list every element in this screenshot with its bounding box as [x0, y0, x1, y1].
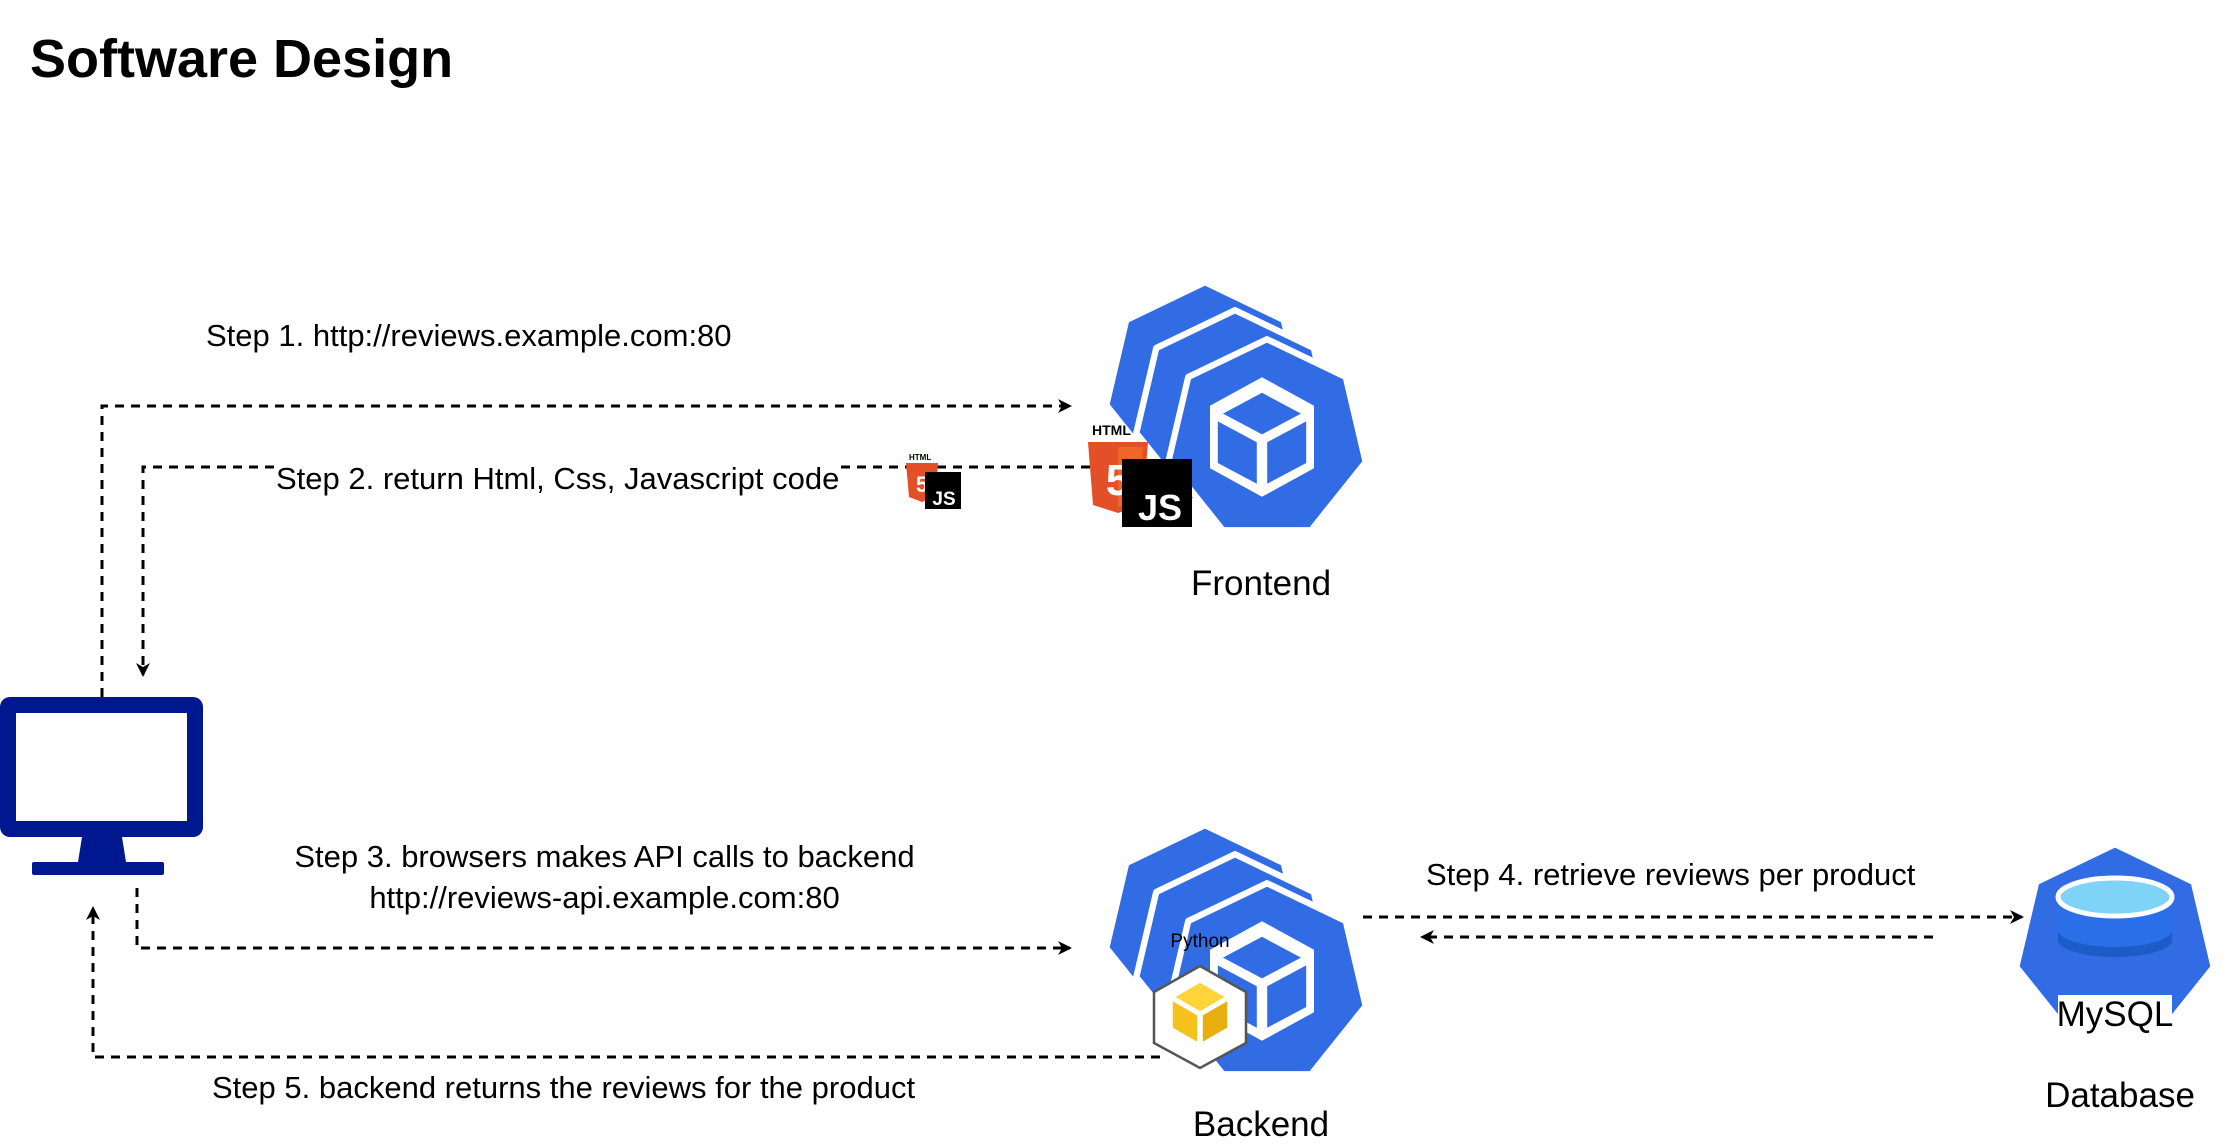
- node-label-frontend: Frontend: [1190, 564, 1332, 603]
- node-label-database: Database: [2045, 1076, 2195, 1115]
- database-icon: MySQL: [2016, 844, 2213, 1035]
- edge-label-step4: Step 4. retrieve reviews per product: [1426, 857, 1916, 892]
- edge-label-step5: Step 5. backend returns the reviews for …: [212, 1070, 916, 1105]
- svg-text:HTML: HTML: [909, 453, 931, 462]
- edge-label-step3-line1: Step 3. browsers makes API calls to back…: [294, 839, 915, 874]
- mysql-badge-text: MySQL: [2057, 995, 2174, 1034]
- edge-step5: [86, 906, 1160, 1059]
- edge-label-step3-line2: http://reviews-api.example.com:80: [369, 880, 840, 915]
- edge-step2: [136, 465, 1090, 677]
- edge-step1: [100, 399, 1072, 697]
- svg-text:JS: JS: [932, 489, 955, 510]
- python-package-icon: Python: [1152, 931, 1248, 1070]
- step2-html5-js-icon: HTML 5 JS: [906, 453, 961, 510]
- edge-label-step1: Step 1. http://reviews.example.com:80: [206, 318, 732, 353]
- html5-js-icon: HTML 5 JS: [1088, 422, 1192, 528]
- edge-step3: [135, 888, 1072, 955]
- edge-label-step2: Step 2. return Html, Css, Javascript cod…: [276, 461, 840, 497]
- python-badge-text: Python: [1170, 931, 1229, 952]
- js-badge-text: JS: [1138, 487, 1182, 528]
- edge-label-step3: Step 3. browsers makes API calls to back…: [272, 839, 937, 916]
- page-title: Software Design: [30, 29, 454, 89]
- html5-badge-text: HTML: [1092, 422, 1131, 438]
- monitor-icon: [0, 697, 203, 875]
- node-label-backend: Backend: [1192, 1105, 1330, 1144]
